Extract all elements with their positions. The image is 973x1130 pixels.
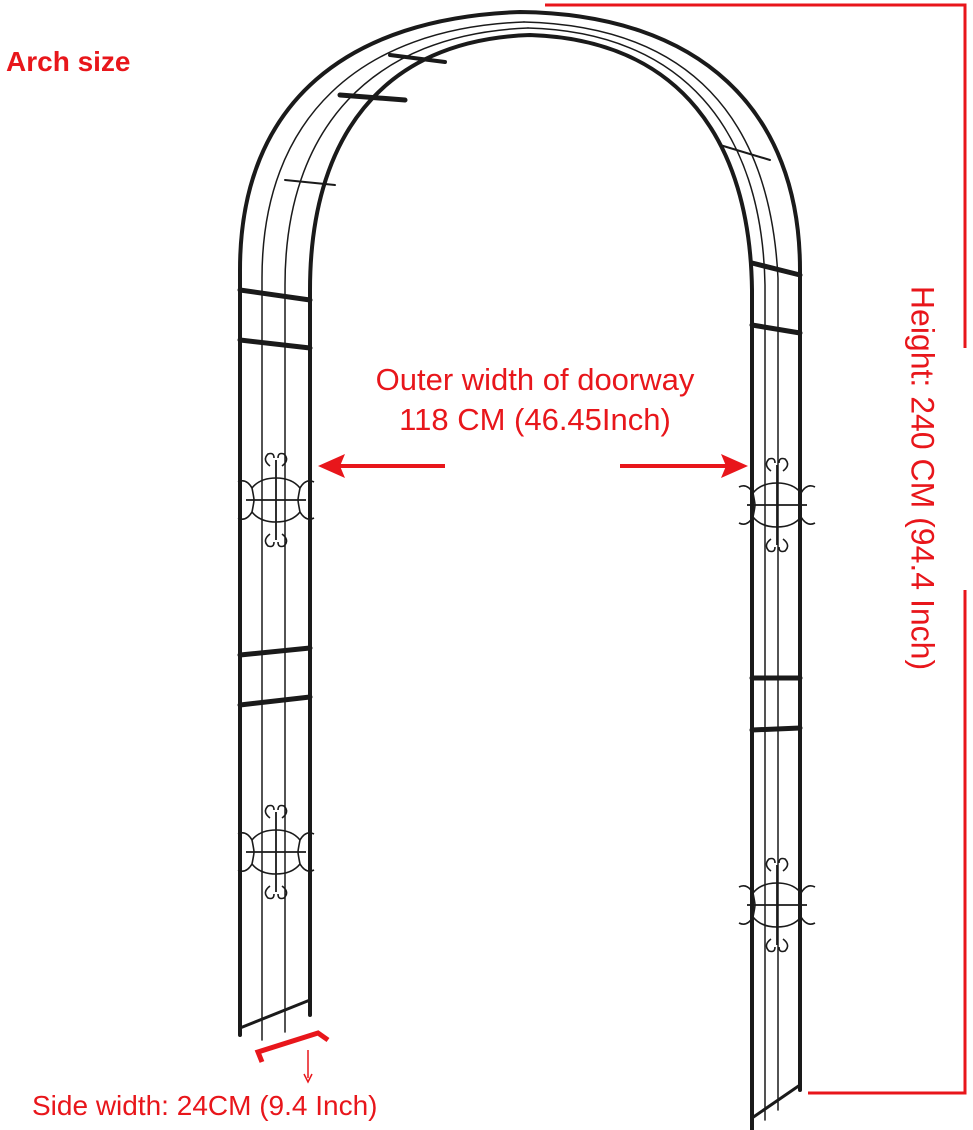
width-arrow-right <box>620 454 748 478</box>
side-width-bracket <box>254 1030 330 1084</box>
width-arrow-left <box>318 454 445 478</box>
side-width-label: Side width: 24CM (9.4 Inch) <box>32 1090 378 1121</box>
height-label: Height: 240 CM (94.4 Inch) <box>904 285 941 671</box>
height-dimension-line <box>545 3 967 1095</box>
outer-width-value: 118 CM (46.45Inch) <box>399 402 671 437</box>
scroll-ornament-left-lower <box>237 804 315 900</box>
scroll-ornament-left-upper <box>237 452 315 548</box>
arch-frame <box>237 9 803 1130</box>
outer-width-label: Outer width of doorway <box>375 362 695 397</box>
diagram-title: Arch size <box>6 46 131 77</box>
